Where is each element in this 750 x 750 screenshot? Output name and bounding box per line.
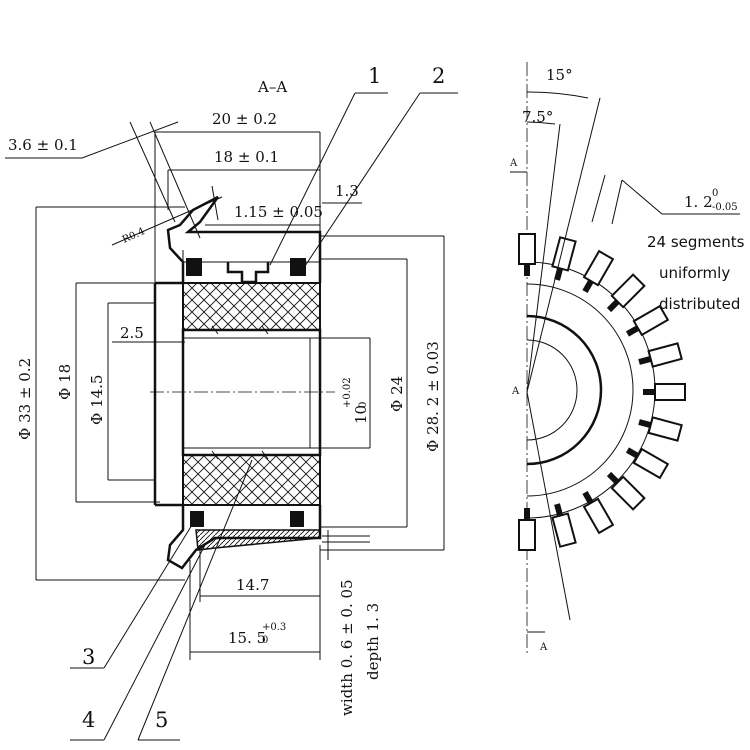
- slot-depth-label: depth 1. 3: [364, 603, 382, 680]
- radius-label: R0.4: [121, 226, 147, 246]
- bore-sleeve: [181, 328, 322, 457]
- dim-diameter-24: Φ 24: [320, 258, 408, 528]
- segment-tab: [582, 279, 594, 294]
- section-view: A–A 20 ± 0.2 18 ± 0.1 3.6 ± 0.1 R0.4: [5, 64, 458, 741]
- dim-slot: width 0. 6 ± 0. 05 depth 1. 3: [322, 530, 382, 716]
- dim-diameter-14-5: Φ 14.5: [88, 302, 155, 481]
- bore-tol-minus: 0: [358, 402, 369, 408]
- commutator-segment: [647, 416, 683, 442]
- note-line-3: distributed: [659, 295, 740, 313]
- angle-annotations: 15° 7.5°: [522, 66, 601, 621]
- section-title: A–A: [257, 78, 287, 96]
- bore-depth-label: 2.5: [120, 324, 144, 342]
- flange-thickness-label: 3.6 ± 0.1: [8, 136, 78, 154]
- section-marker-mid: A: [511, 386, 520, 397]
- segment-tab: [606, 471, 620, 485]
- segment-tab: [524, 264, 530, 276]
- callout-5: 5: [155, 708, 168, 732]
- callout-2: 2: [432, 64, 445, 88]
- groove-label: 1.15 ± 0.05: [234, 203, 323, 221]
- dim-length-14-7: 14.7: [199, 545, 321, 602]
- note-line-1: 24 segments: [647, 233, 745, 251]
- dim-edge: 1.3: [322, 182, 362, 204]
- edge-label: 1.3: [335, 182, 359, 200]
- callout-3: 3: [82, 645, 95, 669]
- insulation-body-upper: [182, 282, 321, 331]
- inner-width-label: 18 ± 0.1: [214, 148, 279, 166]
- dim-outer-diameter: Φ 33 ± 0.2: [16, 206, 185, 581]
- dim-bore-diameter: 10 +0.02 0: [300, 337, 371, 449]
- segment-tab: [643, 389, 655, 395]
- commutator-segment: [654, 383, 686, 401]
- segment-tab: [554, 267, 564, 281]
- segment-tab: [638, 355, 652, 365]
- diameter-18-label: Φ 18: [56, 364, 74, 400]
- segment-width-annotation: 1. 2 0 -0.05: [591, 174, 740, 225]
- segment-tab: [625, 447, 640, 459]
- segment-note: 24 segments uniformly distributed: [647, 233, 745, 313]
- end-view: A A A 15° 7.5° 1. 2 0 -0.05: [509, 62, 745, 655]
- ring-outer: [526, 261, 656, 519]
- commutator-segment: [551, 512, 577, 548]
- solder-fill: [195, 529, 321, 551]
- segment-width-label: 1. 2: [684, 193, 713, 211]
- overall-width-label: 20 ± 0.2: [212, 110, 277, 128]
- dim-diameter-18: Φ 18: [56, 282, 160, 503]
- bore-diameter-label: 10: [352, 405, 370, 424]
- groove-pocket-2: [290, 258, 306, 276]
- segment-tab: [582, 490, 594, 505]
- note-line-2: uniformly: [659, 264, 730, 282]
- dim-diameter-28-2: Φ 28. 2 ± 0.03: [320, 235, 445, 551]
- slot-width-label: width 0. 6 ± 0. 05: [338, 579, 356, 716]
- commutator-segment: [518, 233, 536, 265]
- diameter-24-label: Φ 24: [388, 376, 406, 412]
- callout-1: 1: [368, 64, 381, 88]
- dim-overall-width: 20 ± 0.2: [154, 110, 321, 282]
- section-marker-bottom: A: [539, 642, 548, 653]
- ring-hub: [526, 314, 603, 466]
- length-14-7-label: 14.7: [236, 576, 269, 594]
- commutator-segment: [647, 342, 683, 368]
- length-15-5-plus: +0.3: [262, 622, 286, 633]
- ring-middle: [526, 283, 634, 497]
- groove-pocket-1: [186, 258, 202, 276]
- commutator-segment: [518, 519, 536, 551]
- dim-bore-depth: 2.5: [112, 324, 185, 343]
- angle-15-label: 15°: [546, 66, 573, 84]
- section-marker-top: A: [509, 158, 518, 169]
- segment-tab: [625, 325, 640, 337]
- angle-7-5-label: 7.5°: [522, 108, 553, 126]
- diameter-14-5-label: Φ 14.5: [88, 375, 106, 425]
- callouts: 1 2 3 4 5: [70, 64, 458, 741]
- segment-width-minus: -0.05: [712, 202, 738, 213]
- bore-tol-plus: +0.02: [342, 377, 353, 408]
- dim-length-15-5: 15. 5 +0.3 0: [189, 560, 321, 660]
- length-15-5-minus: 0: [262, 635, 268, 646]
- length-15-5-label: 15. 5: [228, 629, 266, 647]
- segment-tab: [554, 503, 564, 517]
- callout-4: 4: [82, 708, 95, 732]
- segment-ring: [518, 233, 686, 551]
- segment-tab: [606, 299, 620, 313]
- ring-bore: [526, 339, 578, 441]
- segment-tab: [638, 419, 652, 429]
- dim-groove: 1.15 ± 0.05: [205, 185, 323, 226]
- dim-flange-thickness: 3.6 ± 0.1: [5, 121, 201, 239]
- segment-width-plus: 0: [712, 188, 718, 199]
- dim-inner-width: 18 ± 0.1: [167, 148, 320, 210]
- part-section: [150, 195, 335, 570]
- segment-tab: [524, 508, 530, 520]
- outer-diameter-label: Φ 33 ± 0.2: [16, 358, 34, 440]
- diameter-28-2-label: Φ 28. 2 ± 0.03: [424, 341, 442, 452]
- groove-pocket-4: [290, 511, 304, 527]
